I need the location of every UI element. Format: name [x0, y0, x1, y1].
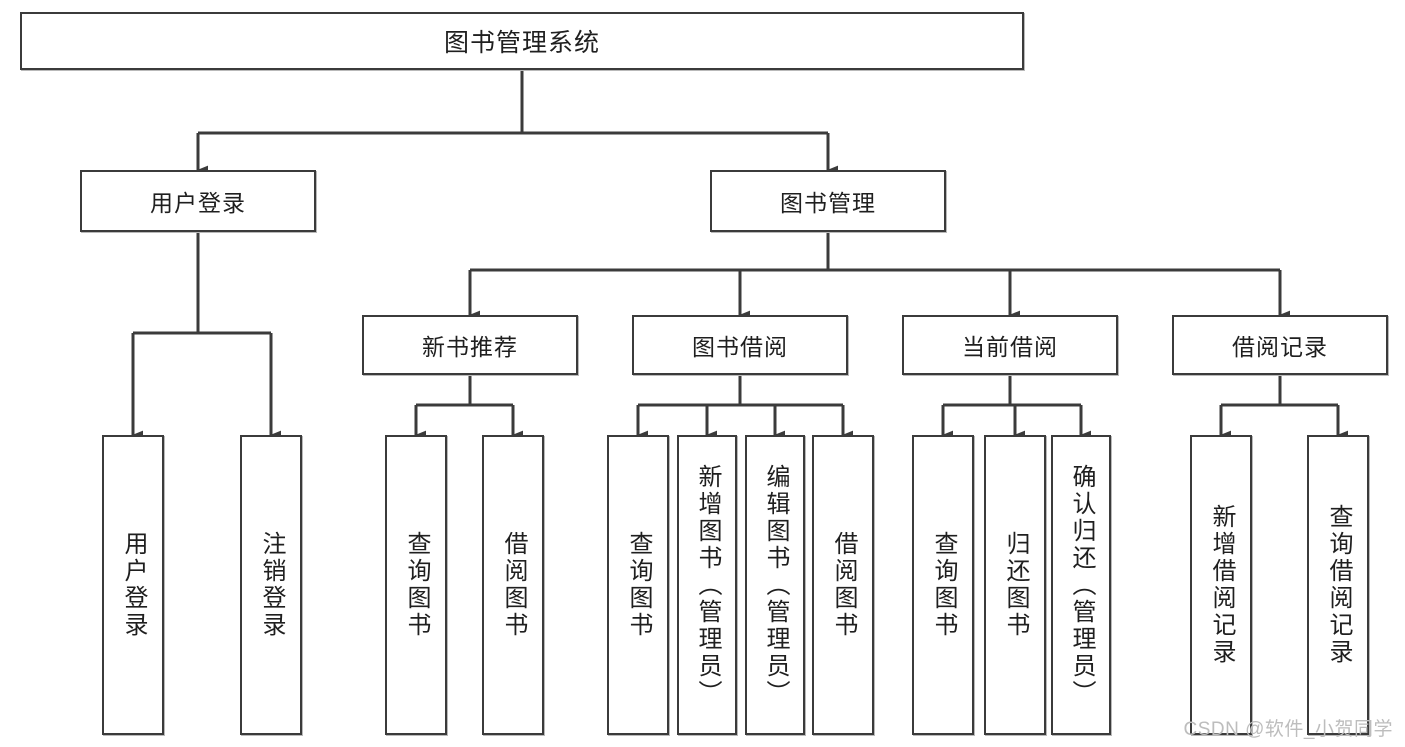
- node-leaf-query-book-borrow[interactable]: 查询图书: [607, 435, 669, 735]
- node-label-borrow-records: 借阅记录: [1232, 334, 1328, 360]
- node-leaf-user-login[interactable]: 用户登录: [102, 435, 164, 735]
- node-leaf-confirm-return-admin[interactable]: 确认归还（管理员）: [1051, 435, 1111, 735]
- node-label-leaf-query-book-recommend: 查询图书: [403, 531, 430, 639]
- watermark-text: CSDN @软件_小贺同学: [1183, 719, 1393, 740]
- node-label-leaf-edit-book-admin: 编辑图书（管理员）: [762, 463, 789, 707]
- node-leaf-add-borrow-record[interactable]: 新增借阅记录: [1190, 435, 1252, 735]
- node-book-borrow[interactable]: 图书借阅: [632, 315, 848, 375]
- node-leaf-return-book[interactable]: 归还图书: [984, 435, 1046, 735]
- node-label-current-borrow: 当前借阅: [962, 334, 1058, 360]
- node-label-leaf-return-book: 归还图书: [1002, 531, 1029, 639]
- node-label-leaf-user-login: 用户登录: [120, 531, 147, 639]
- node-leaf-query-borrow-record[interactable]: 查询借阅记录: [1307, 435, 1369, 735]
- node-label-leaf-query-borrow-record: 查询借阅记录: [1325, 504, 1352, 666]
- node-leaf-borrow-book-recommend[interactable]: 借阅图书: [482, 435, 544, 735]
- node-label-leaf-user-logout: 注销登录: [258, 531, 285, 639]
- node-label-book-borrow: 图书借阅: [692, 334, 788, 360]
- node-new-book-recommend[interactable]: 新书推荐: [362, 315, 578, 375]
- node-label-root: 图书管理系统: [443, 29, 600, 57]
- node-user-login[interactable]: 用户登录: [80, 170, 316, 232]
- node-label-leaf-borrow-book-recommend: 借阅图书: [500, 531, 527, 639]
- node-label-leaf-add-book-admin: 新增图书（管理员）: [694, 463, 721, 707]
- node-label-leaf-confirm-return-admin: 确认归还（管理员）: [1068, 463, 1095, 707]
- node-label-book-management: 图书管理: [780, 190, 876, 216]
- node-book-management[interactable]: 图书管理: [710, 170, 946, 232]
- node-leaf-query-book-current[interactable]: 查询图书: [912, 435, 974, 735]
- node-label-leaf-query-book-borrow: 查询图书: [625, 531, 652, 639]
- node-label-leaf-add-borrow-record: 新增借阅记录: [1208, 504, 1235, 666]
- node-root[interactable]: 图书管理系统: [20, 12, 1024, 70]
- node-leaf-add-book-admin[interactable]: 新增图书（管理员）: [677, 435, 737, 735]
- node-leaf-user-logout[interactable]: 注销登录: [240, 435, 302, 735]
- node-label-leaf-borrow-book: 借阅图书: [830, 531, 857, 639]
- node-current-borrow[interactable]: 当前借阅: [902, 315, 1118, 375]
- node-label-leaf-query-book-current: 查询图书: [930, 531, 957, 639]
- node-leaf-edit-book-admin[interactable]: 编辑图书（管理员）: [745, 435, 805, 735]
- node-label-new-book-recommend: 新书推荐: [422, 334, 518, 360]
- node-label-user-login: 用户登录: [150, 190, 246, 216]
- node-borrow-records[interactable]: 借阅记录: [1172, 315, 1388, 375]
- node-leaf-borrow-book[interactable]: 借阅图书: [812, 435, 874, 735]
- node-leaf-query-book-recommend[interactable]: 查询图书: [385, 435, 447, 735]
- connector-lines: [131, 70, 1349, 440]
